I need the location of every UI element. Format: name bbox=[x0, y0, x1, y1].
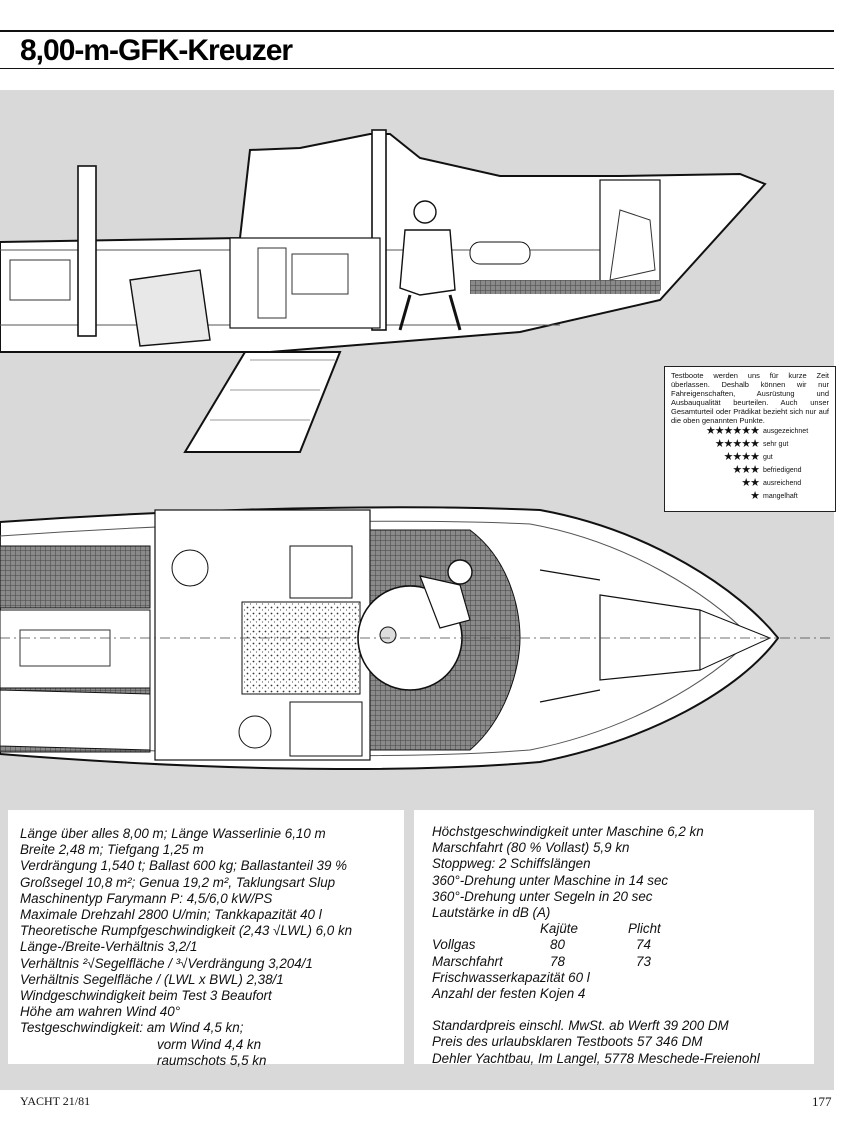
rating-label: ausreichend bbox=[763, 480, 802, 487]
spec-line: Verdrängung 1,540 t; Ballast 600 kg; Bal… bbox=[20, 858, 348, 874]
spec-line: Breite 2,48 m; Tiefgang 1,25 m bbox=[20, 842, 204, 858]
footer-issue: YACHT 21/81 bbox=[20, 1094, 91, 1108]
noise-table-header: Kajüte Plicht bbox=[432, 921, 814, 937]
rating-stars: ★★★ bbox=[732, 464, 760, 476]
rating-legend-box: Testboote werden uns für kurze Zeit über… bbox=[664, 366, 836, 512]
spec-line: Windgeschwindigkeit beim Test 3 Beaufort bbox=[20, 988, 272, 1004]
noise-cell: 74 bbox=[636, 937, 651, 953]
page-title: 8,00-m-GFK-Kreuzer bbox=[20, 34, 293, 67]
spec-line: Preis des urlaubsklaren Testboots 57 346… bbox=[432, 1034, 703, 1050]
noise-cell: Marschfahrt bbox=[432, 953, 503, 969]
spec-line: Höhe am wahren Wind 40° bbox=[20, 1004, 181, 1020]
noise-cell: 80 bbox=[550, 937, 565, 953]
rating-row: ★★ausreichend bbox=[671, 477, 829, 490]
noise-header-cell: Kajüte bbox=[540, 921, 578, 937]
spec-line: vorm Wind 4,4 kn bbox=[157, 1036, 262, 1052]
spec-line: Großsegel 10,8 m²; Genua 19,2 m², Taklun… bbox=[20, 874, 336, 890]
rating-label: mangelhaft bbox=[763, 493, 798, 500]
spec-line: Frischwasserkapazität 60 l bbox=[432, 969, 590, 985]
spec-line: Stoppweg: 2 Schiffslängen bbox=[432, 856, 591, 872]
noise-cell: Vollgas bbox=[432, 937, 476, 953]
top-rule bbox=[0, 30, 834, 32]
spec-line: 360°-Drehung unter Segeln in 20 sec bbox=[432, 888, 653, 904]
spec-line: Standardpreis einschl. MwSt. ab Werft 39… bbox=[432, 1018, 729, 1034]
title-underline bbox=[0, 68, 834, 69]
spec-line: raumschots 5,5 kn bbox=[157, 1052, 267, 1068]
rating-label: sehr gut bbox=[763, 441, 789, 448]
spec-line: Verhältnis ²√Segelfläche / ³√Verdrängung… bbox=[20, 955, 313, 971]
spec-line: Dehler Yachtbau, Im Langel, 5778 Mesched… bbox=[432, 1050, 760, 1066]
rating-label: gut bbox=[763, 454, 773, 461]
spec-line: Theoretische Rumpfgeschwindigkeit (2,43 … bbox=[20, 923, 353, 939]
spec-line: Testgeschwindigkeit: am Wind 4,5 kn; bbox=[20, 1020, 244, 1036]
spec-line: Maschinentyp Farymann P: 4,5/6,0 kW/PS bbox=[20, 890, 273, 906]
rating-stars: ★ bbox=[750, 490, 760, 502]
noise-header-cell bbox=[432, 921, 540, 937]
spec-line: Anzahl der festen Kojen 4 bbox=[432, 986, 586, 1002]
rating-stars: ★★★★ bbox=[723, 451, 760, 463]
noise-cell: 78 bbox=[550, 953, 565, 969]
spec-line: Höchstgeschwindigkeit unter Maschine 6,2… bbox=[432, 824, 704, 839]
specs-left-panel: Länge über alles 8,00 m; Länge Wasserlin… bbox=[8, 810, 404, 1068]
rating-legend-text: Testboote werden uns für kurze Zeit über… bbox=[671, 371, 829, 425]
spec-line: Lautstärke in dB (A) bbox=[432, 905, 551, 921]
rating-stars: ★★★★★★ bbox=[705, 425, 760, 437]
rating-label: ausgezeichnet bbox=[763, 428, 809, 435]
rating-row: ★★★★★sehr gut bbox=[671, 438, 829, 451]
specs-right-panel: Höchstgeschwindigkeit unter Maschine 6,2… bbox=[414, 810, 814, 1066]
rating-stars: ★★ bbox=[741, 477, 760, 489]
noise-header-cell: Plicht bbox=[628, 921, 661, 937]
spec-line: Länge-/Breite-Verhältnis 3,2/1 bbox=[20, 939, 198, 955]
rating-row: ★mangelhaft bbox=[671, 490, 829, 503]
spec-line: 360°-Drehung unter Maschine in 14 sec bbox=[432, 872, 669, 888]
rating-row: ★★★★gut bbox=[671, 451, 829, 464]
spec-line: Marschfahrt (80 % Vollast) 5,9 kn bbox=[432, 840, 630, 856]
rating-row: ★★★befriedigend bbox=[671, 464, 829, 477]
noise-table-row: Marschfahrt 78 73 bbox=[432, 954, 814, 970]
noise-cell: 73 bbox=[636, 953, 651, 969]
rating-stars: ★★★★★ bbox=[714, 438, 760, 450]
spec-line: Verhältnis Segelfläche / (LWL x BWL) 2,3… bbox=[20, 971, 284, 987]
spec-line: Länge über alles 8,00 m; Länge Wasserlin… bbox=[20, 826, 326, 841]
page-number: 177 bbox=[812, 1094, 832, 1109]
spec-line: Maximale Drehzahl 2800 U/min; Tankkapazi… bbox=[20, 907, 322, 923]
noise-table-row: Vollgas 80 74 bbox=[432, 937, 814, 953]
boat-cutaway-illustration bbox=[0, 129, 834, 770]
rating-row: ★★★★★★ausgezeichnet bbox=[671, 425, 829, 438]
rating-label: befriedigend bbox=[763, 467, 802, 474]
